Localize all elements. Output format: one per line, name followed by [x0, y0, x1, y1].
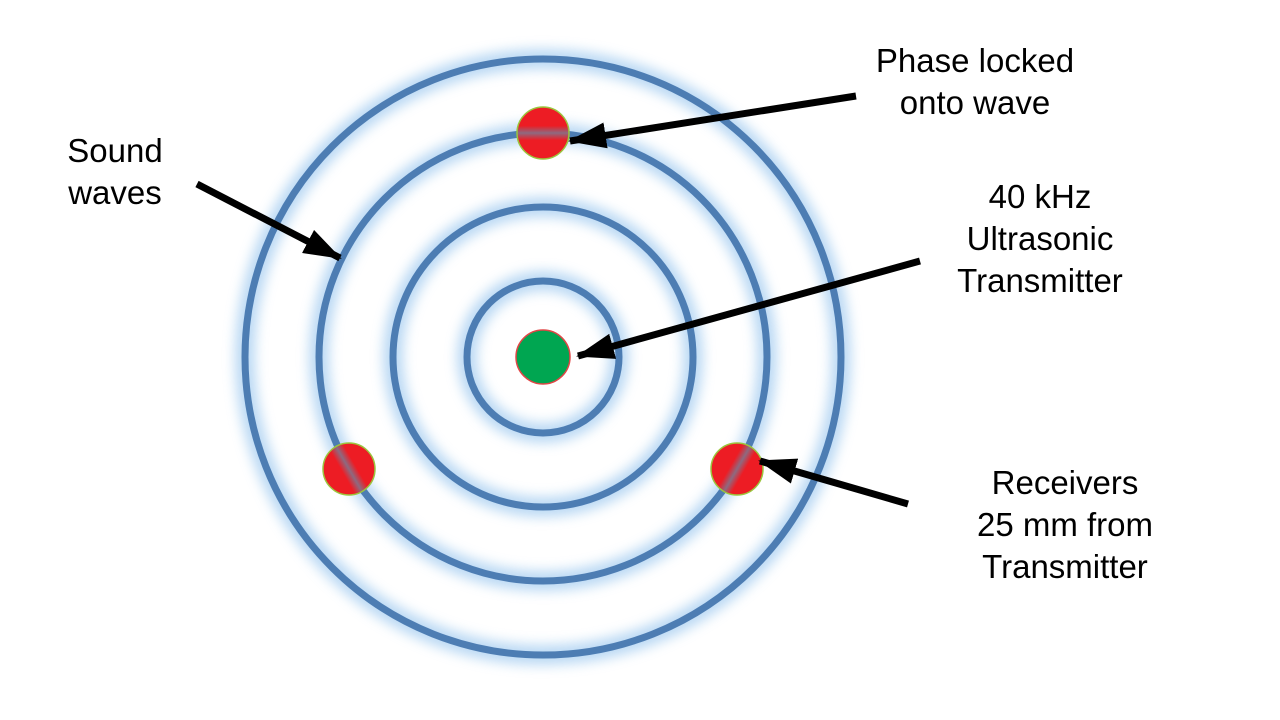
- label-phase-locked: Phase locked onto wave: [855, 40, 1095, 124]
- label-line: 40 kHz: [988, 178, 1092, 215]
- annotation-arrows: [195, 92, 921, 508]
- sound-wave-rings: [241, 55, 845, 659]
- transmitter-circle: [515, 329, 571, 385]
- label-transmitter: 40 kHz Ultrasonic Transmitter: [925, 176, 1155, 302]
- label-line: Sound: [67, 132, 163, 169]
- label-line: Transmitter: [982, 547, 1148, 585]
- label-line: Ultrasonic: [966, 219, 1114, 257]
- sound-wave-ring-outer: [241, 55, 845, 659]
- label-line: waves: [68, 173, 162, 211]
- receiver-circle-top: [516, 106, 570, 160]
- receivers: [322, 106, 764, 496]
- label-line: Phase locked: [875, 42, 1075, 79]
- label-line: onto wave: [899, 83, 1051, 121]
- label-sound-waves: Sound waves: [40, 130, 190, 214]
- label-line: Transmitter: [957, 261, 1123, 299]
- sound-wave-ring-inner: [463, 277, 623, 437]
- receiver-circle-left: [322, 442, 376, 496]
- arrow-phase-locked: [568, 92, 857, 149]
- label-line: Receivers: [991, 464, 1139, 501]
- label-line: 25 mm from: [976, 505, 1154, 543]
- arrow-receivers: [758, 457, 909, 508]
- arrow-sound-waves: [195, 180, 342, 262]
- sound-wave-ring-second: [389, 203, 697, 511]
- receiver-circle-right: [710, 442, 764, 496]
- arrow-transmitter: [576, 257, 921, 360]
- label-receivers: Receivers 25 mm from Transmitter: [945, 462, 1185, 588]
